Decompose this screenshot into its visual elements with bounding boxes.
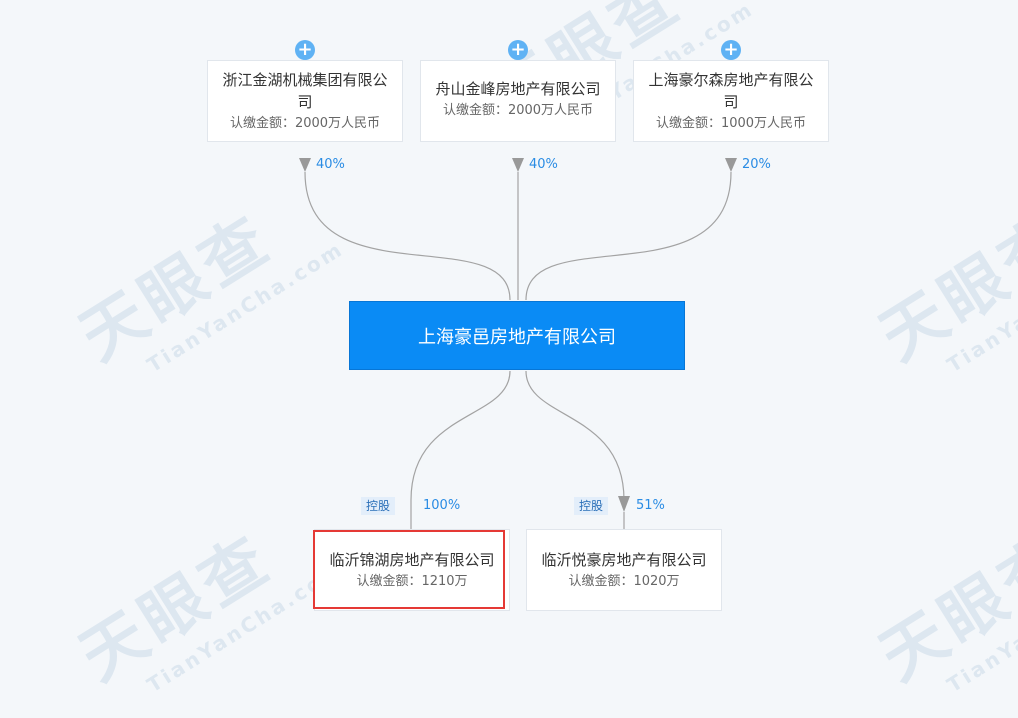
share-percent: 40%: [316, 157, 345, 172]
investment-node[interactable]: 临沂锦湖房地产有限公司 认缴金额：1210万: [314, 529, 510, 611]
link-investment-1: [410, 370, 511, 501]
company-name: 舟山金峰房地产有限公司: [435, 80, 601, 98]
link-shareholder-1: [304, 171, 511, 301]
shareholder-node[interactable]: 舟山金峰房地产有限公司 认缴金额：2000万人民币: [420, 60, 616, 142]
expand-plus-icon[interactable]: +: [295, 40, 315, 60]
arrow-down-icon: [299, 158, 311, 172]
arrow-down-icon: [512, 158, 524, 172]
subscribed-amount: 认缴金额：1000万人民币: [655, 116, 807, 131]
subscribed-amount: 认缴金额：2000万人民币: [442, 103, 594, 118]
arrow-down-icon: [618, 496, 630, 512]
expand-plus-icon[interactable]: +: [721, 40, 741, 60]
company-name: 上海豪尔森房地产有限公司: [648, 71, 814, 111]
company-name: 浙江金湖机械集团有限公司: [222, 71, 388, 111]
arrow-down-icon: [725, 158, 737, 172]
expand-plus-icon[interactable]: +: [508, 40, 528, 60]
investment-node[interactable]: 临沂悦豪房地产有限公司 认缴金额：1020万: [526, 529, 722, 611]
subscribed-amount: 认缴金额：1210万: [356, 574, 468, 589]
link-shareholder-3: [525, 171, 732, 301]
subscribed-amount: 认缴金额：1020万: [568, 574, 680, 589]
company-name: 临沂悦豪房地产有限公司: [541, 551, 707, 569]
highlight-box: [313, 530, 505, 609]
holding-tag: 控股: [574, 497, 609, 515]
share-percent: 100%: [423, 498, 461, 513]
connector-lines: [299, 158, 737, 529]
share-percent: 20%: [742, 157, 771, 172]
shareholder-node[interactable]: 上海豪尔森房地产有限公司 认缴金额：1000万人民币: [633, 60, 829, 142]
share-percent: 40%: [529, 157, 558, 172]
link-investment-2: [525, 370, 625, 501]
holding-tag: 控股: [361, 497, 396, 515]
subscribed-amount: 认缴金额：2000万人民币: [229, 116, 381, 131]
center-company-node[interactable]: 上海豪邑房地产有限公司: [349, 301, 685, 370]
company-name: 临沂锦湖房地产有限公司: [329, 551, 495, 569]
share-percent: 51%: [636, 498, 665, 513]
shareholder-node[interactable]: 浙江金湖机械集团有限公司 认缴金额：2000万人民币: [207, 60, 403, 142]
